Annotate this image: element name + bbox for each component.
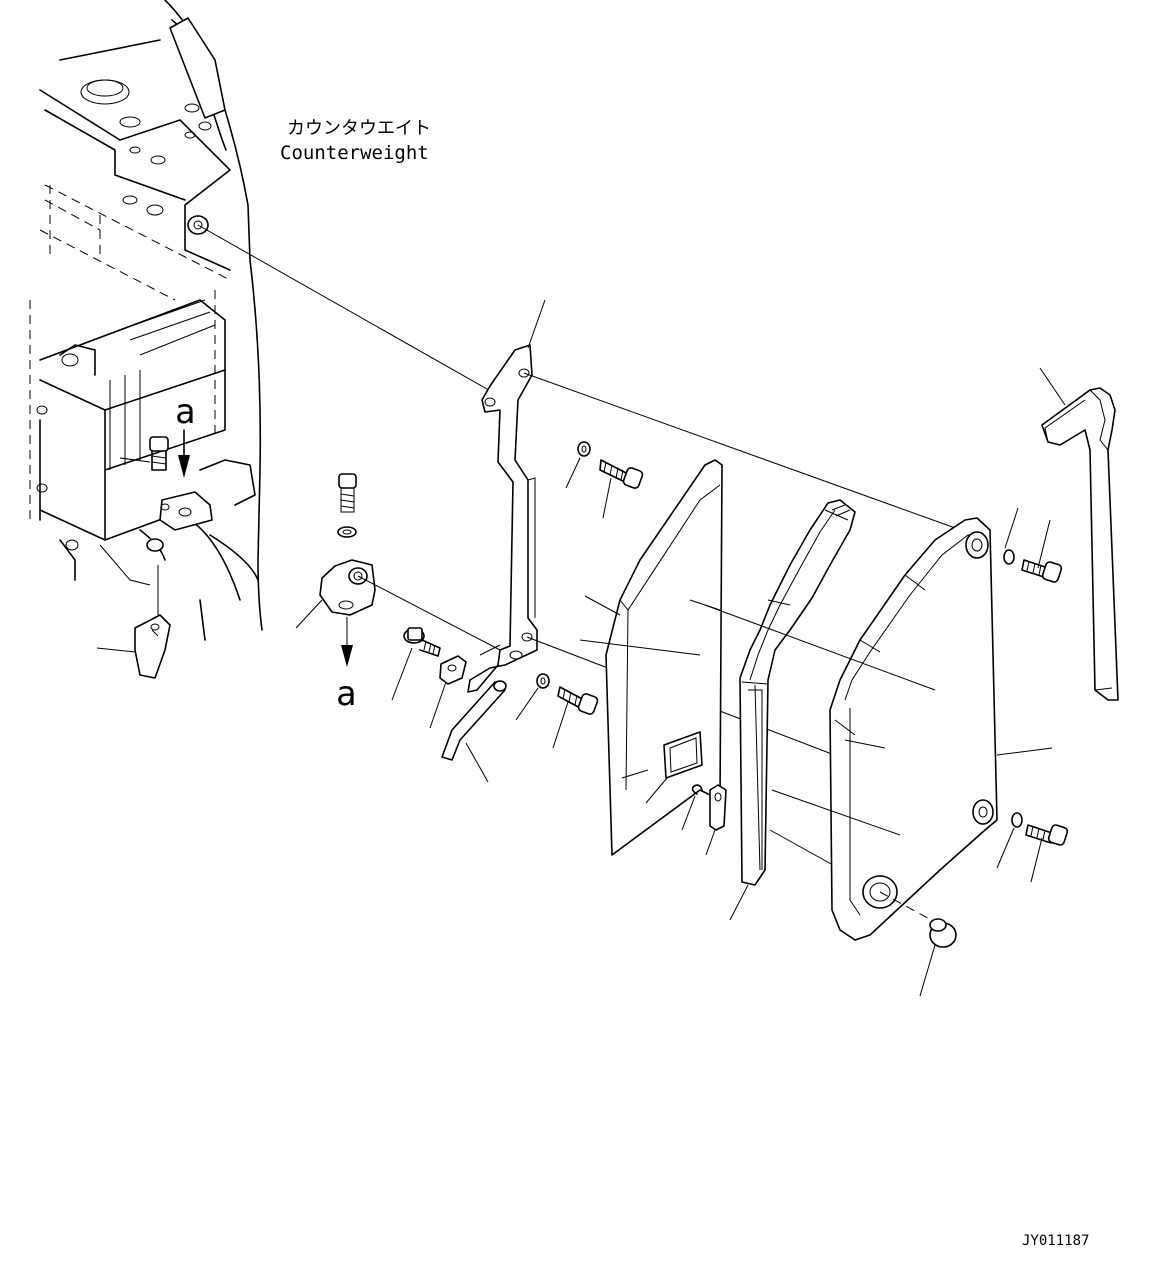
bracket-mount bbox=[295, 559, 501, 667]
bolt-upper-left bbox=[599, 459, 644, 519]
rubber-seal-strip bbox=[729, 499, 861, 921]
view-label-a-bottom: a bbox=[336, 674, 356, 714]
counterweight-label-en: Counterweight bbox=[280, 142, 429, 164]
washer-upper-left bbox=[565, 441, 591, 489]
view-mark-a-top: a bbox=[175, 392, 195, 478]
bolt-flanged-left bbox=[391, 627, 441, 701]
bolt-right-lower bbox=[1025, 824, 1069, 883]
edge-trim bbox=[1039, 367, 1119, 701]
bolt-lower-left bbox=[552, 686, 599, 749]
stay-bracket-tall bbox=[467, 299, 984, 693]
small-clip bbox=[681, 784, 703, 831]
clip-nut-plate bbox=[429, 655, 467, 729]
bracket-left-small bbox=[96, 565, 171, 679]
inner-cover-panel bbox=[584, 459, 723, 856]
grommet-plug bbox=[919, 918, 957, 997]
bolt-left-vertical bbox=[119, 436, 169, 471]
bent-pipe bbox=[441, 680, 507, 783]
tag-plate bbox=[705, 784, 727, 856]
view-label-a-top: a bbox=[175, 392, 195, 432]
outer-cover-panel bbox=[579, 517, 1053, 941]
washer-lower-left bbox=[515, 673, 550, 721]
bolt-center-vertical bbox=[337, 473, 357, 538]
counterweight-label-jp: カウンタウエイト bbox=[287, 118, 431, 139]
counterweight-body bbox=[29, 0, 263, 641]
washer-right-lower bbox=[996, 812, 1023, 869]
bolt-right-upper bbox=[1021, 519, 1063, 583]
drawing-code: JY011187 bbox=[1022, 1233, 1089, 1249]
washer-right-upper bbox=[1003, 507, 1019, 565]
